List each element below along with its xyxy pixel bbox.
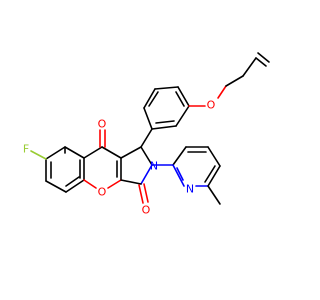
bond	[148, 91, 159, 107]
bond	[217, 85, 227, 99]
bond	[30, 150, 47, 160]
bond	[120, 146, 142, 159]
bonds	[30, 52, 270, 205]
bond	[120, 179, 142, 185]
bond	[207, 165, 221, 187]
bond	[140, 128, 153, 148]
bond	[172, 164, 185, 187]
atom-labels: F O O O O N N	[23, 99, 216, 217]
bond	[257, 52, 270, 63]
bond	[172, 146, 187, 166]
atom-label-ether-o: O	[207, 99, 216, 112]
bond	[140, 146, 153, 166]
atom-label-lactam-o: O	[142, 204, 151, 217]
bond	[65, 176, 80, 187]
bond	[204, 165, 216, 183]
bond	[255, 57, 267, 67]
bond	[140, 164, 153, 185]
bond	[143, 183, 149, 203]
atom-label-lactam-n: N	[150, 160, 158, 173]
bond	[175, 91, 185, 107]
bond	[45, 180, 67, 193]
bond	[143, 107, 153, 130]
bond	[83, 179, 97, 189]
bond	[175, 105, 190, 127]
molecule-canvas: F O O O O N N	[0, 0, 300, 300]
atom-label-pyridine-n: N	[186, 183, 194, 196]
atom-label-chromene-o: O	[98, 186, 107, 199]
bond	[207, 146, 221, 167]
bond	[83, 146, 103, 159]
structure-drawing: F O O O O N N	[0, 0, 300, 300]
bond	[45, 146, 66, 160]
bond	[101, 146, 122, 159]
bond	[151, 125, 177, 130]
bond	[155, 120, 175, 124]
atom-label-f: F	[23, 143, 29, 156]
bond	[65, 179, 85, 193]
bond	[138, 184, 144, 204]
background	[0, 0, 300, 300]
bond	[154, 86, 179, 90]
bond	[177, 86, 190, 107]
bond	[176, 167, 184, 181]
bond	[143, 88, 156, 109]
atom-label-ketone-o: O	[98, 118, 107, 131]
bond	[242, 57, 257, 77]
bond	[64, 146, 85, 159]
bond	[107, 179, 122, 189]
bond	[207, 185, 221, 205]
bond	[225, 75, 244, 87]
